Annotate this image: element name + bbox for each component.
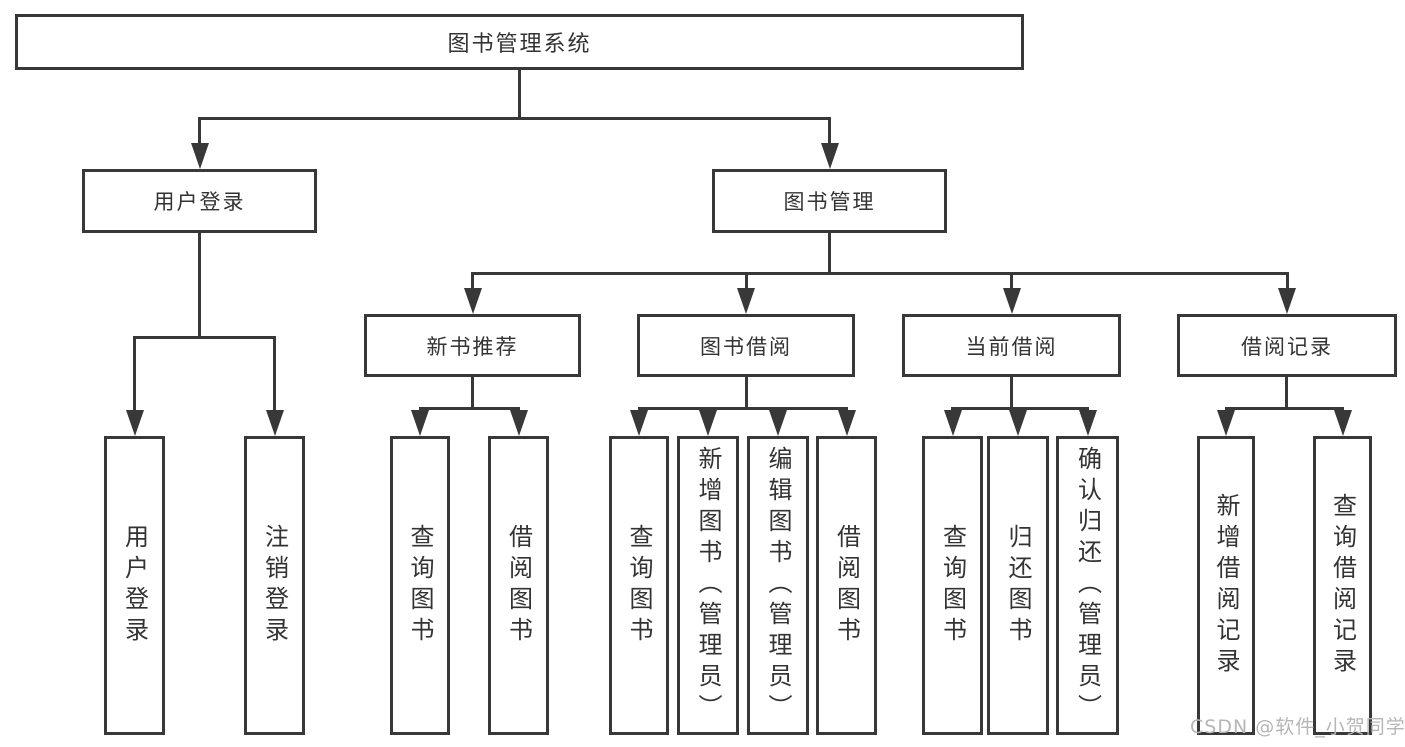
node-leaf-edit-books-admin: 编辑图书（管理员） [747,436,809,735]
node-leaf-logout: 注销登录 [244,436,305,735]
connector-line [828,118,831,159]
connector-line [951,406,1089,410]
node-user-login: 用户登录 [82,169,317,233]
connector-line [273,337,276,426]
connector-line [744,377,748,410]
node-leaf-confirm-return-admin: 确认归还（管理员） [1056,436,1119,735]
connector-line [471,377,474,410]
connector-line [133,337,136,426]
node-label: 新书推荐 [426,334,519,359]
arrow-down-icon [1009,410,1027,436]
arrow-down-icon [1333,410,1352,436]
arrow-down-icon [1002,288,1021,314]
connector-line [418,406,520,410]
node-label: 当前借阅 [965,334,1058,359]
node-leaf-query-borrow-record: 查询借阅记录 [1313,436,1372,735]
arrow-down-icon [1217,410,1235,436]
arrow-down-icon [125,410,144,436]
node-label: 编辑图书（管理员） [764,446,792,725]
node-leaf-user-login: 用户登录 [104,436,165,735]
node-book-borrowing: 图书借阅 [637,314,855,377]
connector-line [828,233,831,275]
arrow-down-icon [463,288,482,314]
connector-line [1224,406,1344,410]
arrow-down-icon [699,410,717,436]
node-label: 图书管理系统 [447,32,592,57]
arrow-down-icon [943,410,962,436]
node-label: 注销登录 [260,523,289,648]
arrow-down-icon [265,410,284,436]
node-borrowing-records: 借阅记录 [1177,314,1397,377]
connector-line [198,233,201,339]
node-leaf-add-books-admin: 新增图书（管理员） [677,436,739,735]
node-book-management: 图书管理 [712,169,947,233]
node-label: 查询图书 [406,523,434,648]
arrow-down-icon [837,410,856,436]
connector-line [198,116,831,120]
connector-line [1284,377,1288,410]
arrow-down-icon [411,410,429,436]
arrow-down-icon [1078,410,1097,436]
node-label: 查询图书 [938,523,967,648]
node-label: 用户登录 [120,523,149,648]
node-current-borrowing: 当前借阅 [902,314,1121,377]
arrow-down-icon [630,410,648,436]
node-leaf-return-books: 归还图书 [987,436,1049,735]
connector-line [133,335,276,339]
node-leaf-query-books-1: 查询图书 [390,436,450,735]
connector-line [471,271,1289,275]
node-label: 确认归还（管理员） [1073,446,1102,725]
watermark: CSDN @软件_小贺同学 [1190,716,1405,738]
arrow-down-icon [190,143,209,169]
node-leaf-add-borrow-record: 新增借阅记录 [1197,436,1255,735]
node-label: 图书管理 [783,190,876,214]
arrow-down-icon [509,410,528,436]
node-new-book-recommend: 新书推荐 [364,314,581,377]
node-label: 归还图书 [1004,523,1032,648]
node-leaf-borrow-books-2: 借阅图书 [816,436,877,735]
node-label: 新增图书（管理员） [694,446,722,725]
node-label: 图书借阅 [700,334,792,359]
node-label: 查询图书 [625,523,653,648]
node-root-system: 图书管理系统 [15,14,1024,70]
node-label: 用户登录 [153,190,246,214]
node-leaf-borrow-books-1: 借阅图书 [488,436,549,735]
connector-line [1010,377,1013,410]
node-leaf-query-books-3: 查询图书 [922,436,983,735]
arrow-down-icon [820,143,839,169]
arrow-down-icon [737,288,755,314]
node-label: 查询借阅记录 [1328,492,1357,679]
node-leaf-query-books-2: 查询图书 [609,436,669,735]
connector-line [198,118,201,159]
node-label: 借阅图书 [832,523,861,648]
arrow-down-icon [1278,288,1296,314]
arrow-down-icon [769,410,787,436]
connector-line [518,70,521,120]
node-label: 新增借阅记录 [1212,492,1240,679]
connector-line [637,406,848,410]
node-label: 借阅图书 [504,523,533,648]
node-label: 借阅记录 [1241,334,1333,359]
